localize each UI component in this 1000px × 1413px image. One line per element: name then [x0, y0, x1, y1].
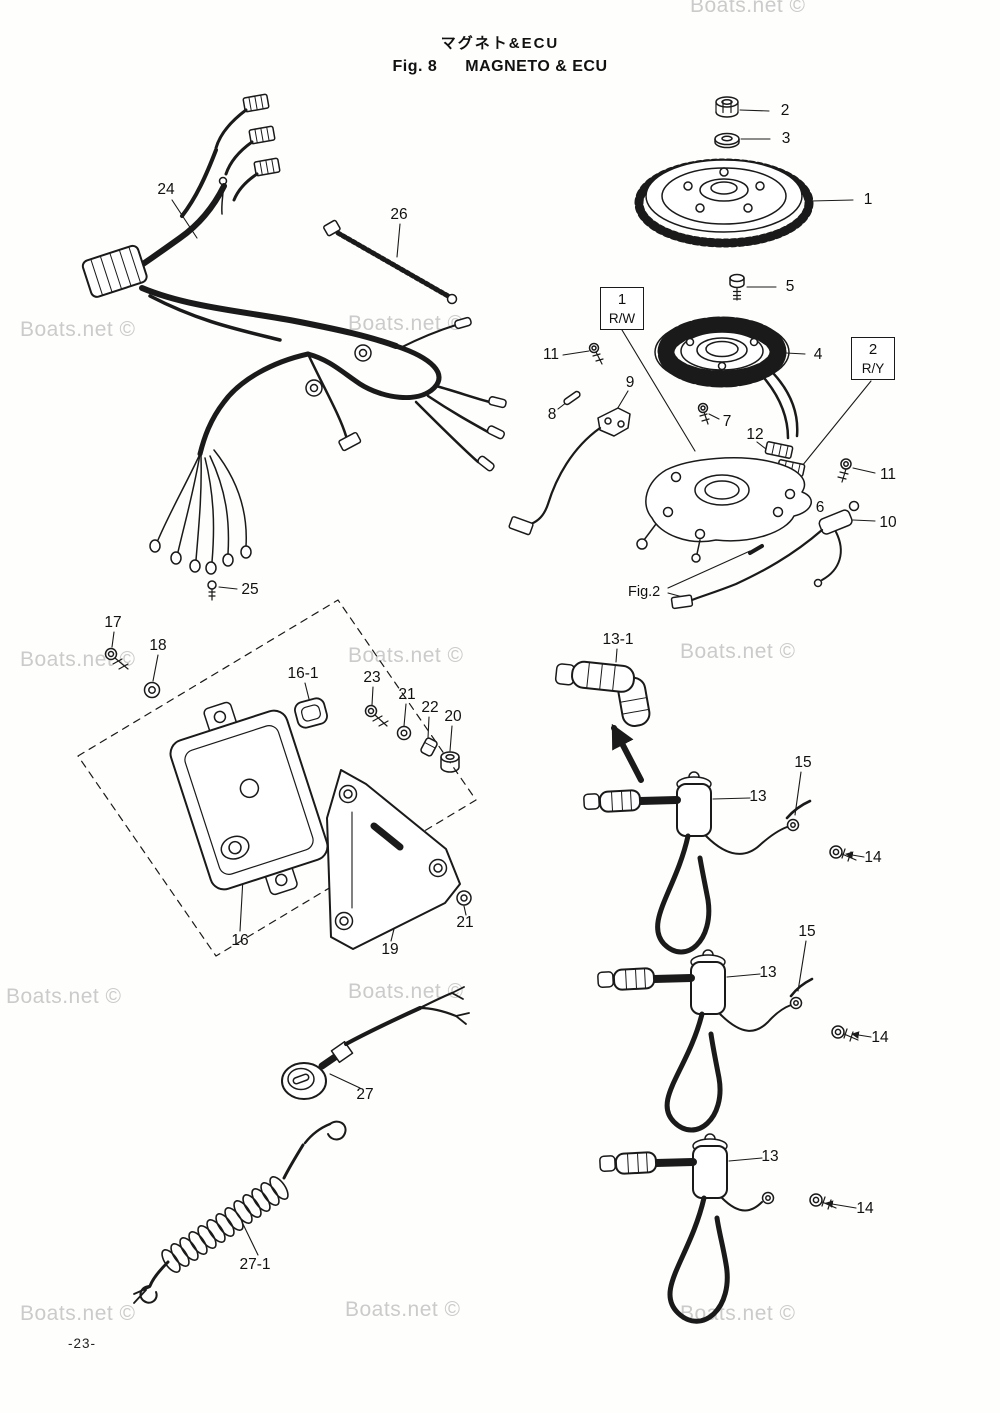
callout-1-number: 1: [617, 291, 627, 308]
bolt-17-drawing: [104, 647, 129, 670]
figure-title: MAGNETO & ECU: [465, 58, 608, 75]
washer-21-lower-drawing: [456, 890, 472, 906]
ignition-coil-a-drawing: [583, 771, 812, 955]
flywheel-drawing: [634, 158, 814, 248]
bolt-11-right-drawing: [837, 458, 852, 483]
wire-harness-drawing: [81, 93, 507, 575]
grommet-16-1-drawing: [294, 697, 328, 729]
lead-wire-26-drawing: [323, 219, 458, 305]
figure-number: Fig. 8: [392, 58, 438, 75]
lanyard-drawing: [133, 1120, 347, 1304]
callout-1-wire-code: R/W: [608, 310, 636, 326]
callout-2-number: 2: [868, 341, 878, 358]
washer-drawing: [714, 132, 740, 149]
pin-8-drawing: [563, 390, 581, 406]
bolt-14-b-drawing: [831, 1025, 859, 1042]
stator-drawing: [654, 316, 799, 440]
bolt-11-left-drawing: [588, 342, 604, 365]
ignition-coil-c-drawing: [599, 1133, 775, 1324]
figure-header: マグネト&ECU Fig. 8 MAGNETO & ECU: [0, 32, 1000, 76]
screw-25-drawing: [207, 580, 217, 601]
coil-10-drawing: [670, 500, 860, 610]
washer-21-upper-drawing: [396, 725, 412, 741]
bolt-5-drawing: [729, 273, 745, 301]
key-switch-drawing: [281, 986, 470, 1100]
figure-title-japanese: マグネト&ECU: [440, 35, 560, 52]
callout-2-wire-code: R/Y: [861, 360, 885, 376]
pointer-arrow: [611, 723, 644, 783]
washer-18-drawing: [143, 681, 161, 699]
nut-drawing: [715, 96, 739, 118]
ignition-coil-b-drawing: [597, 949, 814, 1133]
base-plate-drawing: [636, 457, 812, 563]
figure-2-reference: Fig.2: [628, 584, 661, 600]
plug-cap-13-1-drawing: [554, 660, 651, 727]
ecu-assembly-boundary: [77, 599, 477, 957]
collar-22-drawing: [420, 737, 438, 757]
ecu-drawing: [169, 701, 329, 896]
wire-color-callout-1: 1 R/W: [600, 287, 644, 331]
bolt-23-drawing: [364, 704, 389, 727]
wire-color-callout-2: 2 R/Y: [851, 337, 895, 381]
page-number: -23-: [68, 1336, 97, 1351]
pulser-coil-drawing: [508, 407, 631, 536]
bolt-14-c-drawing: [809, 1193, 837, 1210]
bolt-14-a-drawing: [829, 845, 857, 862]
bracket-drawing: [326, 769, 461, 950]
leader-lines: [111, 109, 876, 1256]
grommet-20-drawing: [440, 751, 460, 773]
bolt-7-drawing: [697, 402, 710, 425]
